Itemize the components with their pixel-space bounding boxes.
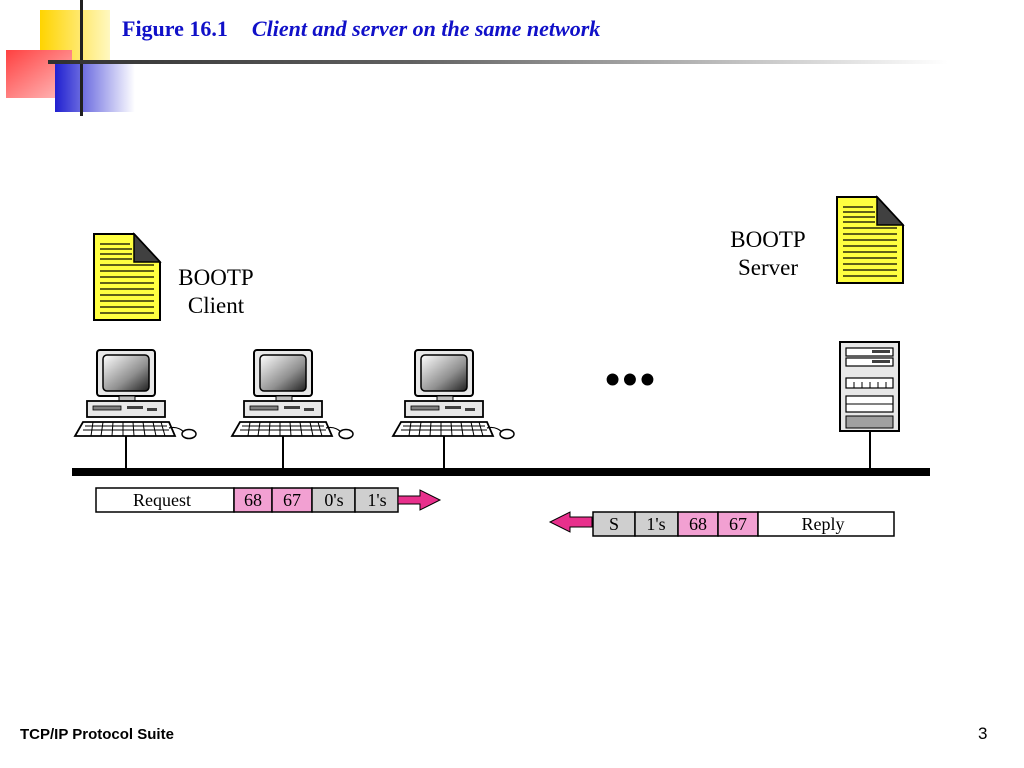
request-label: Request [133, 490, 191, 510]
page-number: 3 [978, 724, 988, 743]
request-source-address-field [311, 487, 356, 513]
reply-server-port-field [717, 511, 759, 537]
server-label-line2: Server [737, 255, 799, 280]
reply-packet: S 1's 68 67 Reply [548, 511, 895, 537]
reply-client-port: 68 [689, 514, 707, 534]
client-label-line1: BOOTP [178, 265, 254, 290]
right-arrow-icon [397, 489, 442, 511]
request-packet: Request 68 67 0's 1's [95, 487, 442, 513]
blue-square [55, 62, 135, 112]
request-client-port: 68 [244, 490, 262, 510]
reply-field [757, 511, 895, 537]
reply-source-address: S [609, 514, 619, 534]
title-rule [48, 60, 948, 64]
reply-dest-address: 1's [646, 514, 665, 534]
request-field [95, 487, 235, 513]
client-label-line2: Client [187, 293, 245, 318]
reply-dest-address-field [634, 511, 679, 537]
server-label: BOOTP Server [716, 226, 820, 282]
page-title: Figure 16.1 Client and server on the same… [122, 16, 600, 42]
server-document-icon [836, 196, 904, 284]
server-icon [839, 341, 900, 432]
reply-label: Reply [802, 514, 845, 534]
reply-source-address-field [592, 511, 636, 537]
request-source-address: 0's [324, 490, 343, 510]
request-dest-address: 1's [367, 490, 386, 510]
footer-title: TCP/IP Protocol Suite [20, 726, 174, 743]
computer-icon [231, 349, 354, 440]
network-bus [72, 468, 930, 476]
request-dest-address-field [354, 487, 399, 513]
client-computer-icon [74, 349, 197, 440]
client-document-icon [93, 233, 161, 321]
computer-icon [392, 349, 515, 440]
client-label: BOOTP Client [166, 264, 266, 320]
server-label-line1: BOOTP [730, 227, 806, 252]
vertical-rule [80, 0, 83, 116]
figure-caption: Client and server on the same network [251, 16, 601, 41]
figure-number: Figure 16.1 [122, 16, 228, 41]
request-server-port: 67 [283, 490, 301, 510]
reply-server-port: 67 [729, 514, 747, 534]
request-client-port-field [233, 487, 273, 513]
ellipsis: ••• [605, 355, 657, 404]
corner-decoration [6, 0, 135, 116]
left-arrow-icon [548, 511, 593, 533]
